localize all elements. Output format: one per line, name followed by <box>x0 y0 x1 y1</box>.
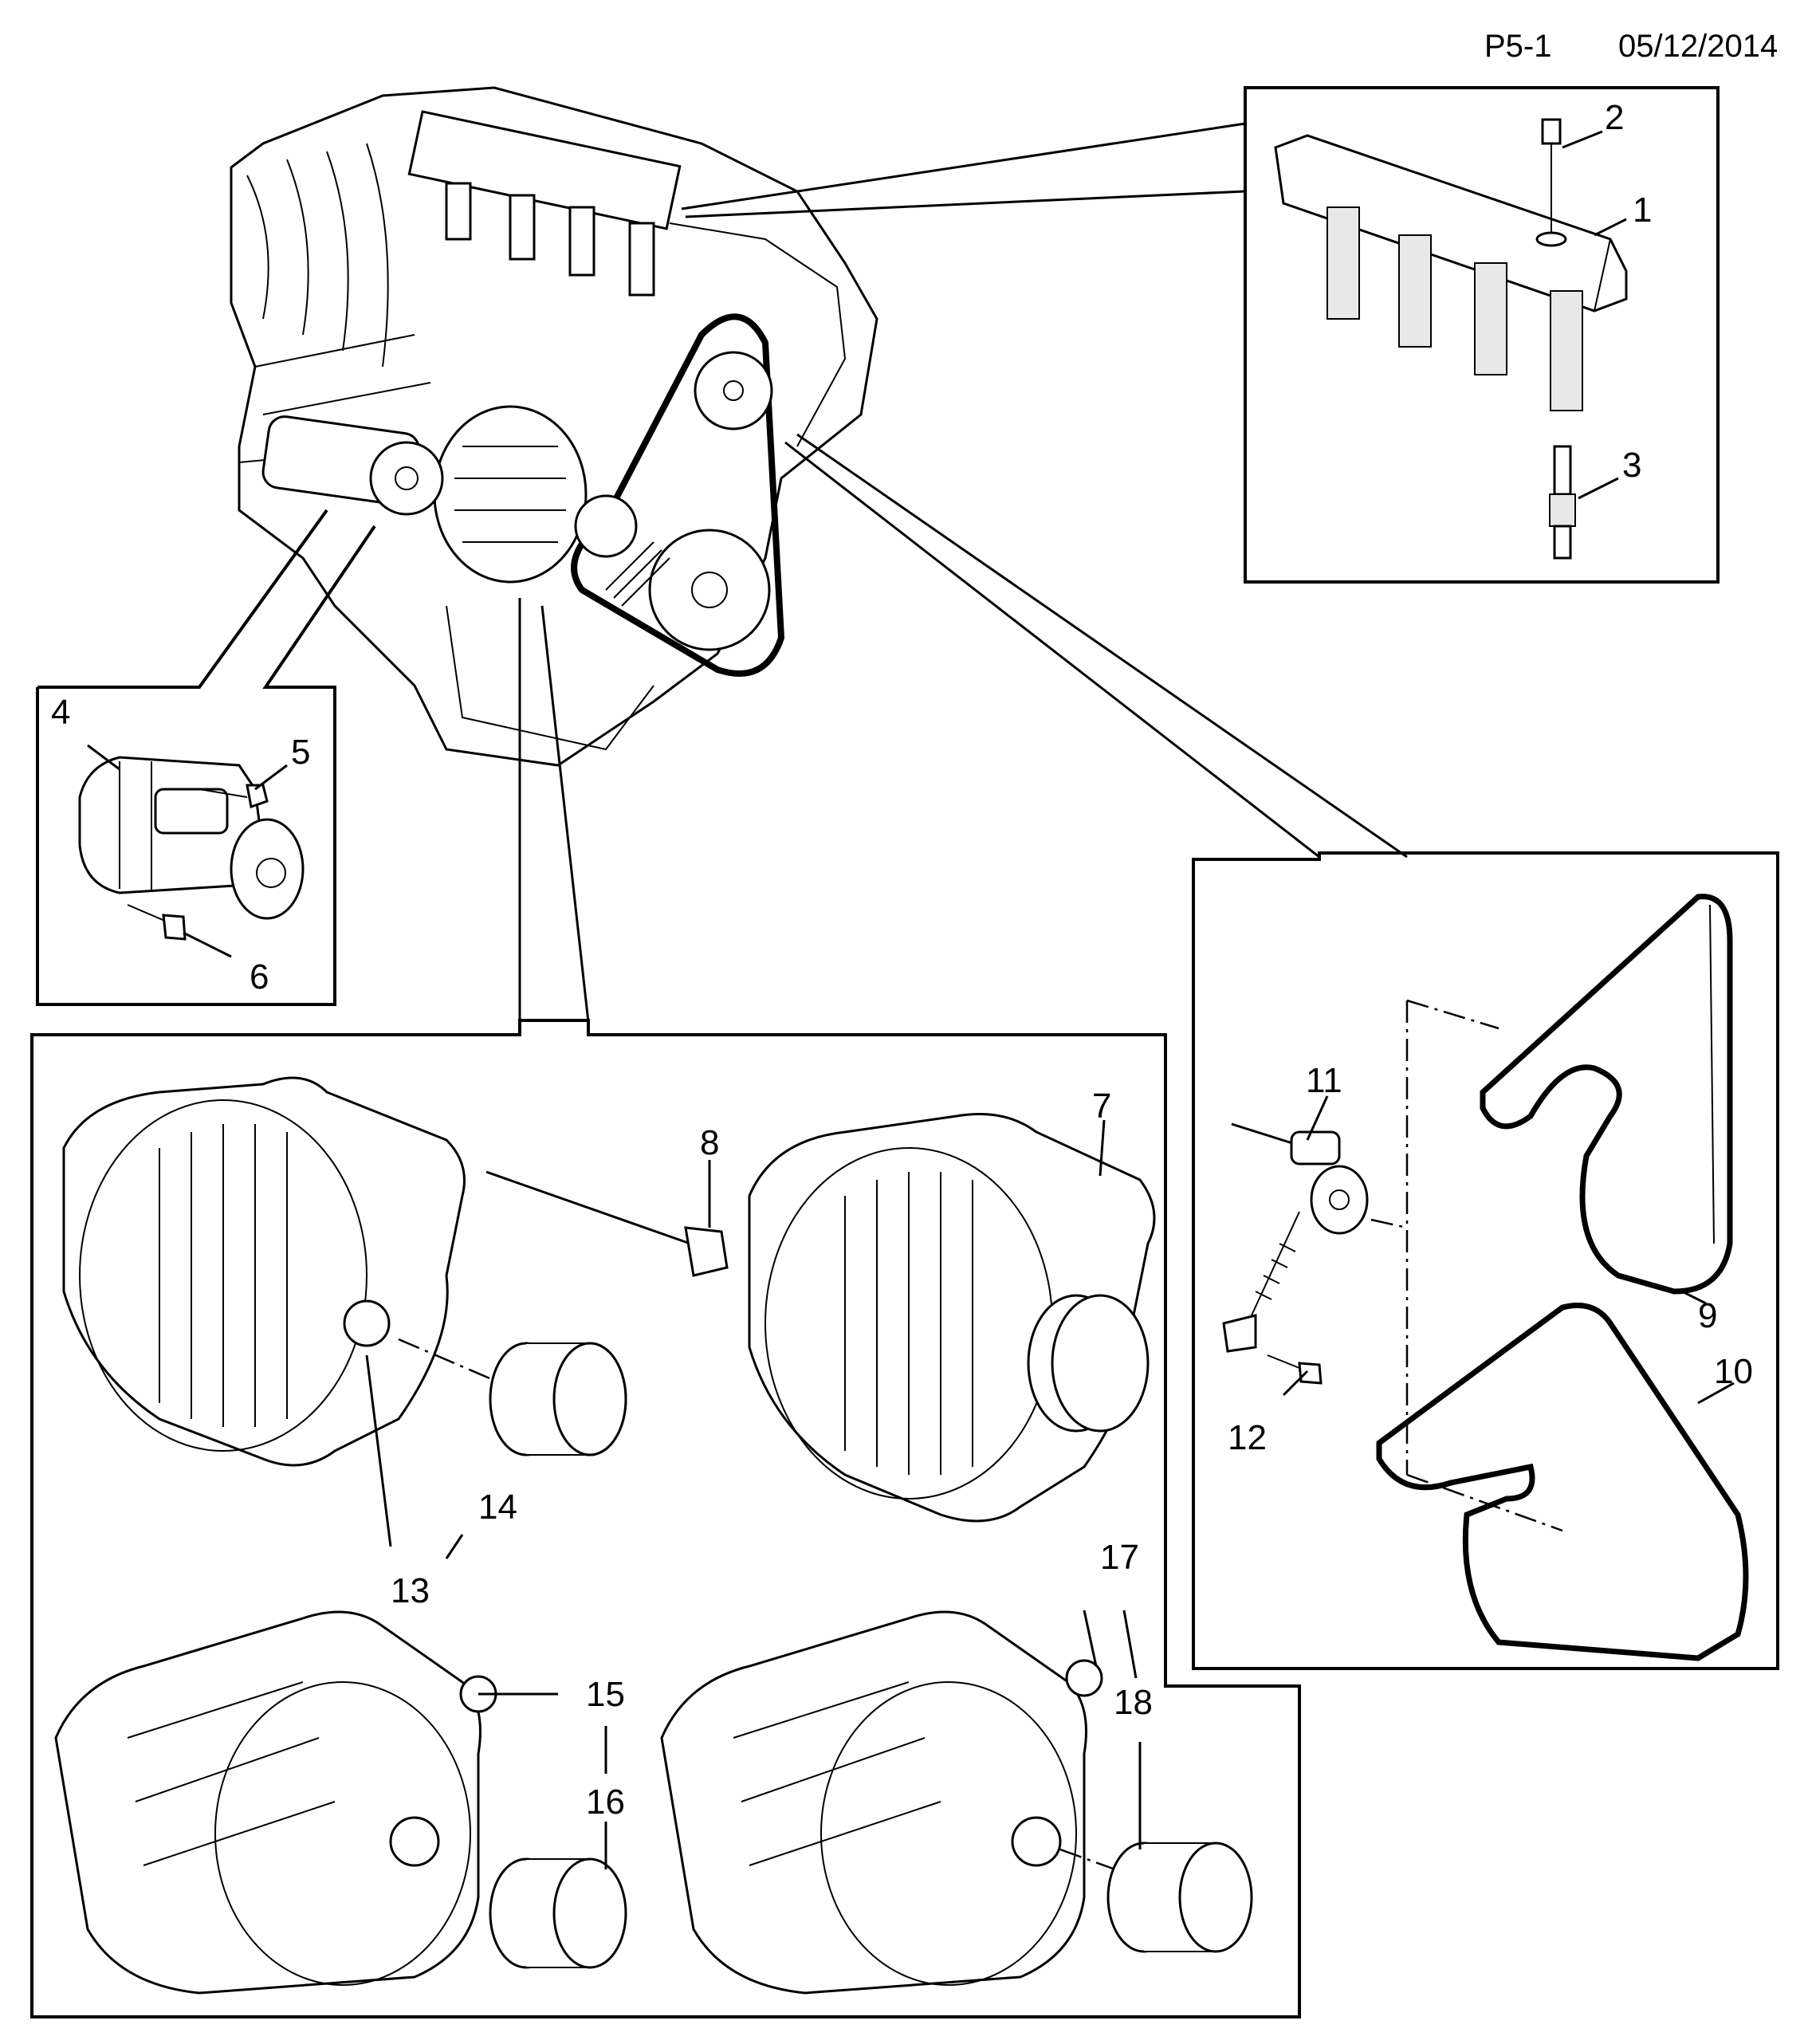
page-code: P5-1 <box>1484 29 1552 64</box>
callout-16: 16 <box>586 1783 625 1822</box>
pulley-14 <box>489 1342 627 1456</box>
callout-1: 1 <box>1633 191 1652 230</box>
callout-7: 7 <box>1092 1087 1111 1126</box>
coil-bolt <box>1535 118 1567 247</box>
callout-12: 12 <box>1228 1418 1267 1457</box>
callout-13: 13 <box>391 1571 430 1610</box>
callout-6: 6 <box>250 957 269 996</box>
callout-15: 15 <box>586 1675 625 1714</box>
alternator-17 <box>660 1610 1149 1995</box>
coil-towers <box>1327 206 1583 411</box>
callout-2: 2 <box>1605 98 1624 137</box>
starter-bolt-upper <box>198 784 269 808</box>
starter-motor <box>78 756 305 920</box>
tensioner-11 <box>1222 1122 1369 1353</box>
alternator-13 <box>62 1076 511 1467</box>
alternator-15 <box>54 1610 497 1995</box>
callout-5: 5 <box>291 733 310 772</box>
ignition-coil-panel <box>681 86 1720 584</box>
callout-14: 14 <box>478 1488 517 1527</box>
starter-bolt-lower <box>127 904 187 941</box>
belt-tensioner-panel <box>784 433 1779 1670</box>
callout-labels: 1 2 3 4 5 6 7 8 9 10 11 12 13 14 15 16 1… <box>51 98 1753 1822</box>
tensioner-bolt-12 <box>1267 1354 1323 1385</box>
pulley-16 <box>489 1857 627 1969</box>
belt-10 <box>1376 1303 1749 1661</box>
alternator-panel <box>30 598 1301 2018</box>
callout-3: 3 <box>1622 446 1641 485</box>
callout-8: 8 <box>700 1123 719 1162</box>
through-bolt <box>485 1170 729 1277</box>
alternator-7 <box>748 1113 1156 1523</box>
spark-plug <box>1549 445 1576 560</box>
callout-17: 17 <box>1100 1538 1139 1577</box>
pulley-18 <box>1106 1842 1253 1953</box>
belt-9 <box>1480 894 1733 1295</box>
engine-assembly <box>230 86 878 767</box>
diagram-date: 05/12/2014 <box>1618 29 1779 64</box>
callout-11: 11 <box>1306 1061 1342 1100</box>
callout-18: 18 <box>1114 1683 1153 1722</box>
callout-9: 9 <box>1698 1296 1717 1335</box>
callout-10: 10 <box>1714 1352 1753 1391</box>
starter-panel <box>36 509 376 1006</box>
callout-4: 4 <box>51 693 70 732</box>
